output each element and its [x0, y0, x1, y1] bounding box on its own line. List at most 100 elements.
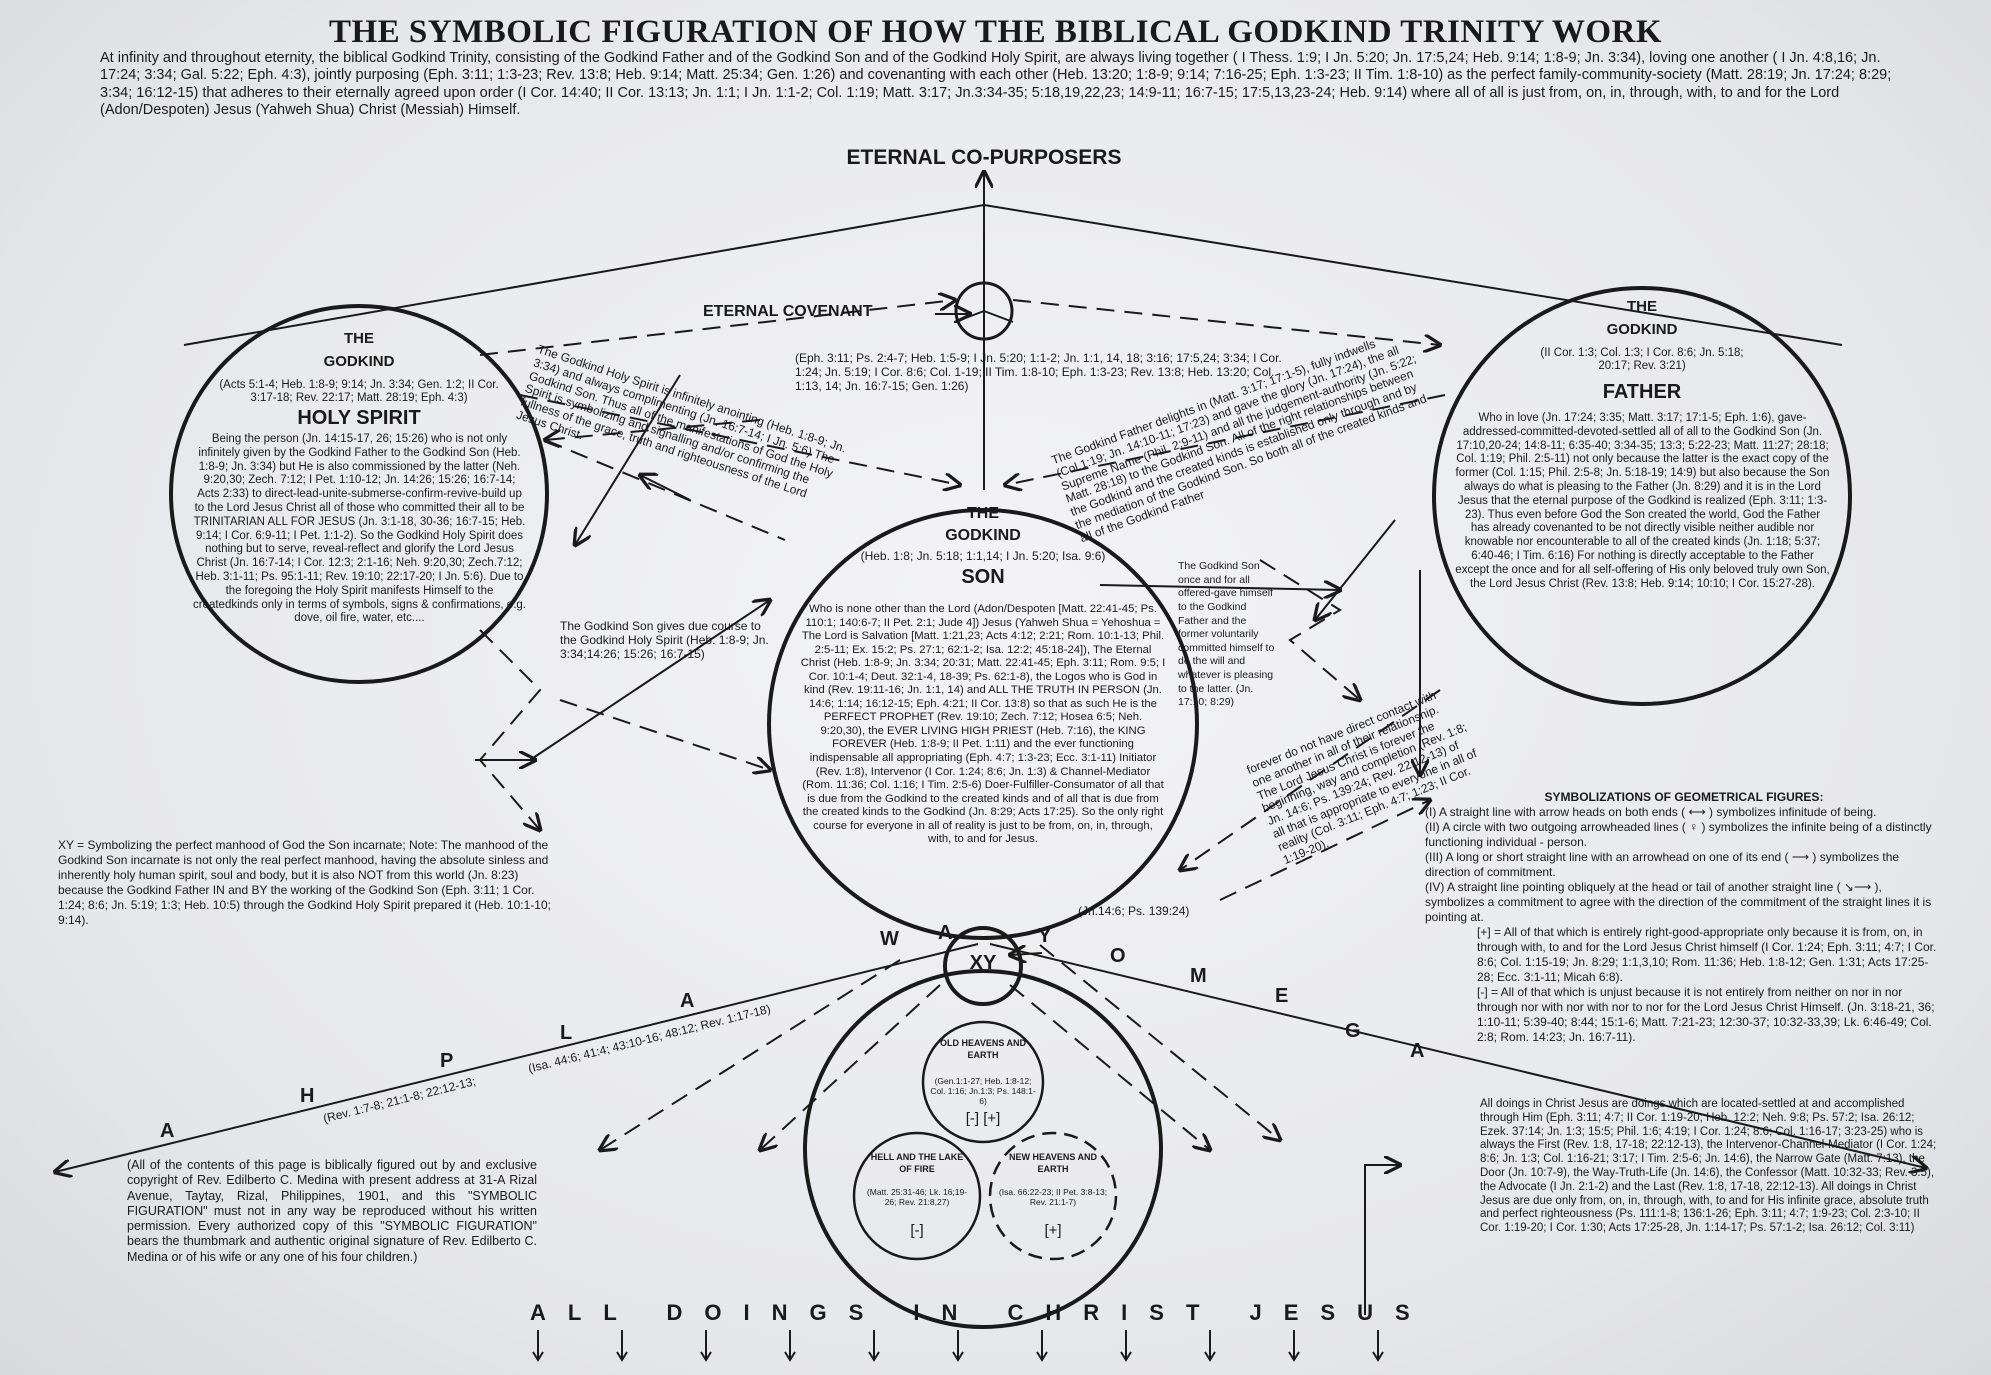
old-heavens-circle [921, 1020, 1045, 1144]
commitment-line-xy-left [1010, 953, 1043, 955]
holy-spirit-circle [169, 304, 549, 684]
page-title: THE SYMBOLIC FIGURATION OF HOW THE BIBLI… [328, 14, 1662, 50]
father-godkind: GODKIND [1606, 321, 1678, 339]
dashed-line-son-to-spirit [545, 419, 761, 440]
xy-label: XY [969, 952, 997, 974]
symbolizations-heading: SYMBOLIZATIONS OF GEOMETRICAL FIGURES: [1544, 790, 1824, 804]
dashed-line-right-zigzag [1259, 559, 1360, 700]
dashed-line-spirit-zigzag [478, 629, 540, 830]
son-name: SON [961, 565, 1005, 588]
dashed-line-covenant-to-father [1012, 299, 1440, 345]
down-arrow-icon [532, 1330, 544, 1362]
intro-paragraph: At infinity and throughout eternity, the… [100, 50, 1892, 119]
copurposer-line-right [983, 204, 1843, 346]
son-godkind: GODKIND [945, 527, 1021, 545]
alpha-letter-4: H [300, 1085, 315, 1107]
down-arrow-icon [868, 1330, 880, 1362]
son-references: (Heb. 1:8; Jn. 5:18; 1:1,14; I Jn. 5:20;… [860, 548, 1106, 563]
dashed-line-son-course [559, 699, 770, 770]
dashed-line-left-down-2 [760, 984, 941, 1150]
son-heading: THE GODKIND (Heb. 1:8; Jn. 5:18; 1:1,14;… [833, 505, 1133, 589]
dashed-line-left-down [600, 959, 901, 1150]
down-arrow-icon [616, 1330, 628, 1362]
creation-circle [803, 969, 1163, 1329]
new-heavens-references: (Isa. 66:22-23; II Pet. 3:8-13; Rev. 21:… [998, 1187, 1108, 1207]
son-description: Who is none other than the Lord (Adon/De… [800, 603, 1166, 846]
dashed-line-spirit-cross [544, 439, 786, 541]
son-circle [767, 508, 1199, 940]
all-doings-note: All doings in Christ Jesus are doings wh… [1480, 1098, 1937, 1235]
commitment-line-bottom-right [1364, 1165, 1400, 1315]
holy-spirit-name: HOLY SPIRIT [297, 406, 421, 429]
way-letter-a: A [938, 922, 953, 944]
new-heavens-circle [988, 1131, 1118, 1261]
eternal-covenant-label: ETERNAL COVENANT [703, 303, 873, 320]
commitment-line-spirit-2 [640, 475, 691, 501]
copyright-notice: (All of the contents of this page is bib… [127, 1158, 537, 1264]
old-heavens-references: (Gen.1:1-27; Heb. 1:8-12; Col. 1:16; Jn.… [930, 1076, 1036, 1106]
eternal-copurposers-label: ETERNAL CO-PURPOSERS [846, 146, 1122, 169]
dashed-line-spirit-to-covenant [479, 300, 955, 356]
father-heading: THE GODKIND (II Cor. 1:3; Col. 1:3; I Co… [1492, 298, 1792, 404]
dashed-line-right-down [1039, 944, 1280, 1140]
omega-letter-g: G [1345, 1020, 1361, 1042]
son-course-text: The Godkind Son gives due course to the … [560, 619, 769, 661]
symbolization-item: (II) A circle with two outgoing arrowhea… [1425, 820, 1932, 849]
omega-letter-e: E [1275, 985, 1289, 1007]
dashed-line-right-down-2 [1009, 984, 1210, 1150]
xy-references: (Jn.14:6; Ps. 139:24) [1078, 904, 1190, 918]
hell-circle [852, 1131, 982, 1261]
hell-title: HELL AND THE LAKE OF FIRE [870, 1152, 964, 1174]
hell-references: (Matt. 25:31-46; Lk. 16;19-26; Rev. 21:8… [866, 1187, 968, 1207]
down-arrow-icon [784, 1330, 796, 1362]
covenant-chevron-right [983, 310, 1014, 323]
father-name: FATHER [1602, 380, 1682, 403]
hell-mark: [-] [910, 1222, 924, 1239]
xy-note: XY = Symbolizing the perfect manhood of … [58, 838, 551, 927]
covenant-chevron-left [954, 310, 985, 323]
symbolization-plus: [+] = All of that which is entirely righ… [1477, 925, 1937, 984]
commitment-line-spirit [575, 374, 681, 545]
alpha-letter-2: L [560, 1022, 573, 1044]
way-letter-w: W [880, 928, 899, 950]
symbolization-item: (IV) A straight line pointing obliquely … [1425, 880, 1932, 924]
son-offered-text: The Godkind Son once and for all offered… [1178, 560, 1275, 709]
omega-letter-m: M [1190, 965, 1207, 987]
symbolization-item: (I) A straight line with arrow heads on … [1425, 805, 1877, 819]
down-arrow-icon [952, 1330, 964, 1362]
holy-spirit-description: Being the person (Jn. 14:15-17, 26; 15:2… [192, 433, 526, 625]
new-heavens-mark: [+] [1044, 1222, 1062, 1239]
holy-spirit-references: (Acts 5:1-4; Heb. 1:8-9; 9:14; Jn. 3:34;… [219, 378, 499, 404]
commitment-line-son-course [529, 600, 770, 761]
down-arrow-icon [1372, 1330, 1384, 1362]
banner-arrows [532, 1330, 1384, 1362]
down-arrow-icon [1288, 1330, 1300, 1362]
alpha-letter-3: P [440, 1050, 454, 1072]
father-references: (II Cor. 1:3; Col. 1:3; I Cor. 8:6; Jn. … [1540, 346, 1744, 372]
commitment-line-father-2 [1315, 519, 1396, 620]
commitment-line-father-1 [1099, 585, 1340, 590]
symbolization-minus: [-] = All of that which is unjust becaus… [1477, 985, 1935, 1044]
new-heavens-title: NEW HEAVENS AND EARTH [1008, 1152, 1097, 1174]
alpha-letter-5: A [160, 1120, 175, 1142]
father-circle [1432, 286, 1852, 706]
covenant-references: (Eph. 3:11; Ps. 2:4-7; Heb. 1:5-9; I Jn.… [795, 351, 1282, 393]
omega-letter-a: A [1410, 1040, 1425, 1062]
holy-spirit-heading: THE GODKIND (Acts 5:1-4; Heb. 1:8-9; 9:1… [209, 330, 509, 430]
all-doings-banner: ALL DOINGS IN CHRIST JESUS [530, 1300, 1432, 1325]
alpha-letter-1: A [680, 990, 695, 1012]
alpha-line [55, 943, 979, 1172]
dashed-line-spirit-to-son [519, 394, 960, 485]
symbolizations-legend: SYMBOLIZATIONS OF GEOMETRICAL FIGURES: (… [1425, 790, 1943, 1045]
down-arrow-icon [1036, 1330, 1048, 1362]
father-the: THE [1627, 298, 1657, 315]
dashed-line-father-to-son [1005, 394, 1446, 485]
xy-circle [943, 926, 1023, 1006]
dashed-line-father-to-son-low [1180, 689, 1441, 870]
symbolization-item: (III) A long or short straight line with… [1425, 850, 1900, 879]
yo-letter-o: O [1110, 945, 1126, 967]
holy-spirit-the: THE [344, 330, 374, 347]
down-arrow-icon [1120, 1330, 1132, 1362]
